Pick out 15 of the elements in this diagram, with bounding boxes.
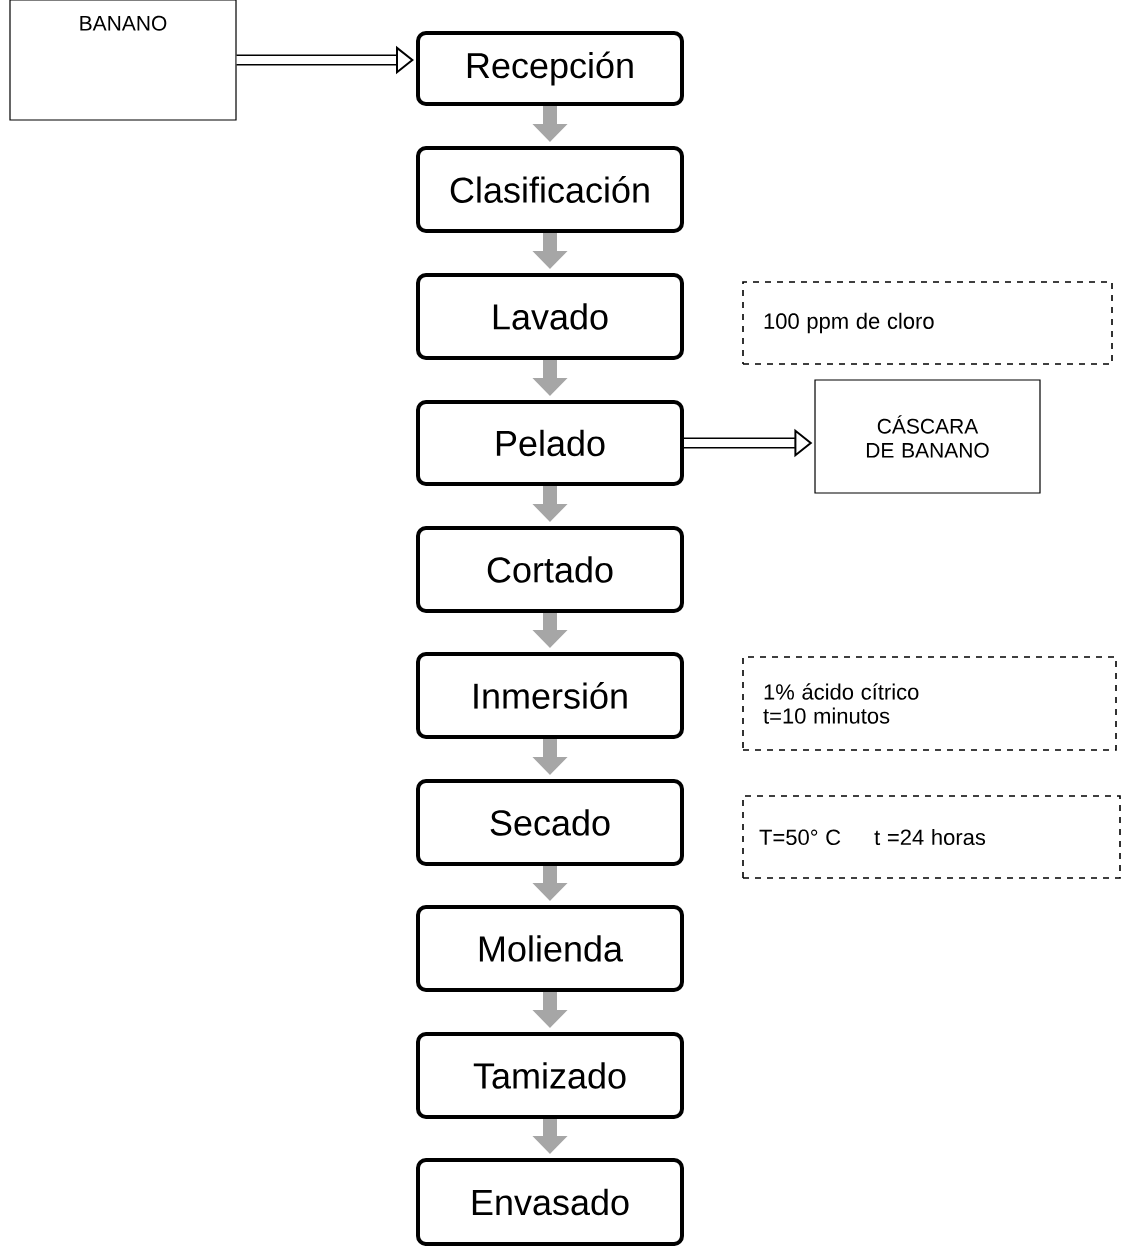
note-box: T=50° C t =24 horas	[742, 795, 1121, 879]
note-box: 1% ácido cítrico t=10 minutos	[742, 656, 1117, 751]
process-box: Inmersión	[416, 652, 684, 739]
input-box: BANANO	[9, 0, 237, 121]
process-box: Clasificación	[416, 146, 684, 233]
process-box: Secado	[416, 779, 684, 866]
output-box: CÁSCARA DE BANANO	[814, 379, 1041, 494]
process-box: Envasado	[416, 1158, 684, 1246]
process-box: Molienda	[416, 905, 684, 992]
process-box: Tamizado	[416, 1032, 684, 1119]
process-box: Lavado	[416, 273, 684, 360]
process-box: Recepción	[416, 31, 684, 106]
process-box: Cortado	[416, 526, 684, 613]
process-box: Pelado	[416, 400, 684, 486]
note-box: 100 ppm de cloro	[742, 281, 1113, 365]
